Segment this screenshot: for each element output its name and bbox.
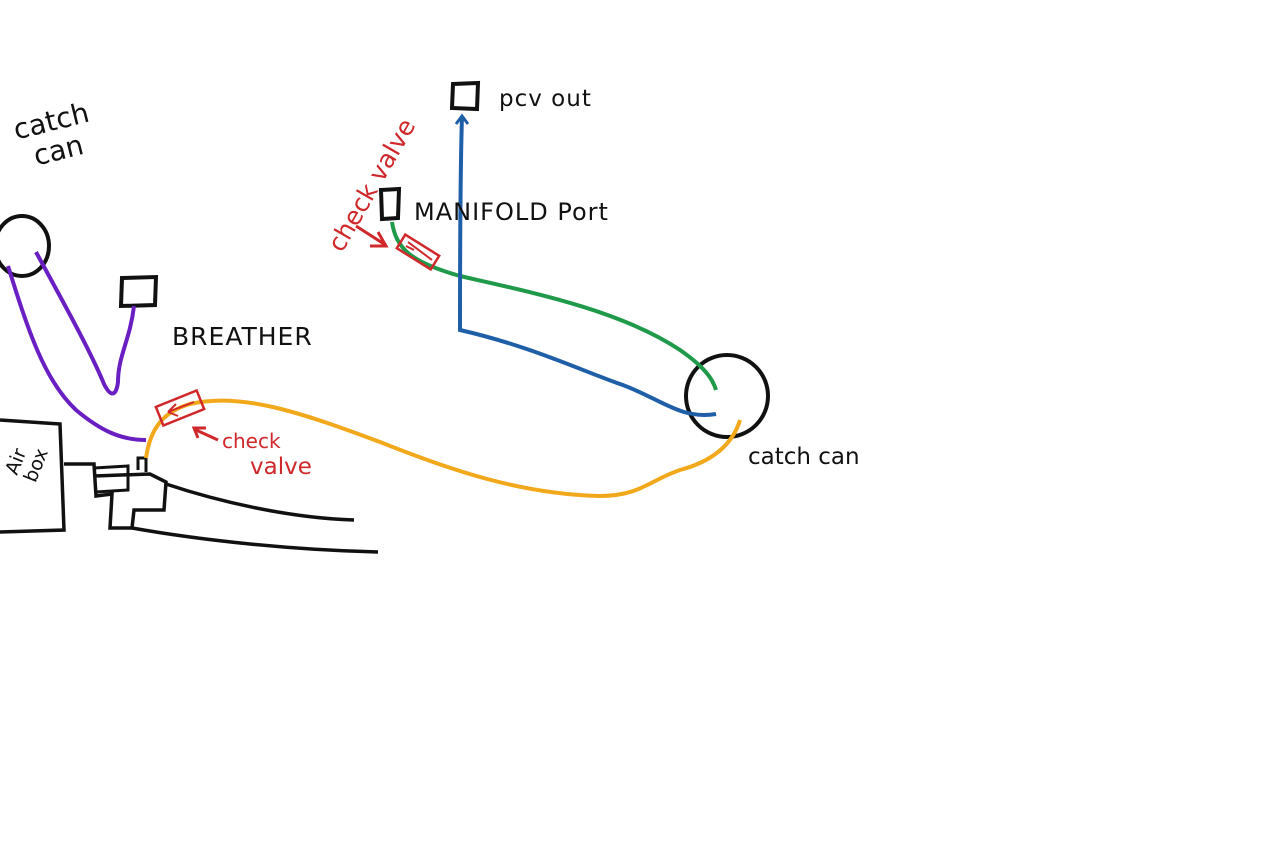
label-check-valve-bottom-line2: valve bbox=[250, 454, 312, 480]
pcv-out-box bbox=[449, 80, 481, 112]
catch-can-left bbox=[0, 214, 51, 278]
check-valve-bottom-pointer bbox=[191, 426, 219, 442]
check-valve-bottom bbox=[154, 388, 206, 428]
label-breather: BREATHER bbox=[172, 322, 313, 351]
intake-connector bbox=[64, 462, 168, 530]
intake-tube-lower bbox=[131, 526, 379, 554]
purple-hose-catch-can bbox=[6, 265, 147, 442]
breather-nipple bbox=[136, 456, 148, 472]
label-manifold-port: MANIFOLD Port bbox=[414, 198, 609, 226]
blue-hose bbox=[457, 115, 717, 417]
label-check-valve-bottom-line1: check bbox=[222, 429, 281, 453]
catch-can-right bbox=[684, 353, 770, 439]
intake-fitting bbox=[93, 464, 130, 494]
label-pcv-out: pcv out bbox=[499, 86, 592, 112]
intake-tube-upper bbox=[165, 482, 355, 522]
label-catch-can-right: catch can bbox=[748, 444, 860, 470]
manifold-port-box bbox=[378, 186, 402, 222]
check-valve-top bbox=[395, 232, 441, 272]
label-check-valve-bottom: check valve bbox=[222, 428, 312, 480]
pcv-arrow-tip bbox=[454, 113, 470, 125]
air-box-outline bbox=[0, 418, 66, 534]
check-valve-top-pointer bbox=[355, 224, 389, 248]
breather-box bbox=[118, 274, 159, 309]
purple-hose-breather bbox=[34, 251, 136, 396]
green-hose bbox=[390, 221, 718, 391]
